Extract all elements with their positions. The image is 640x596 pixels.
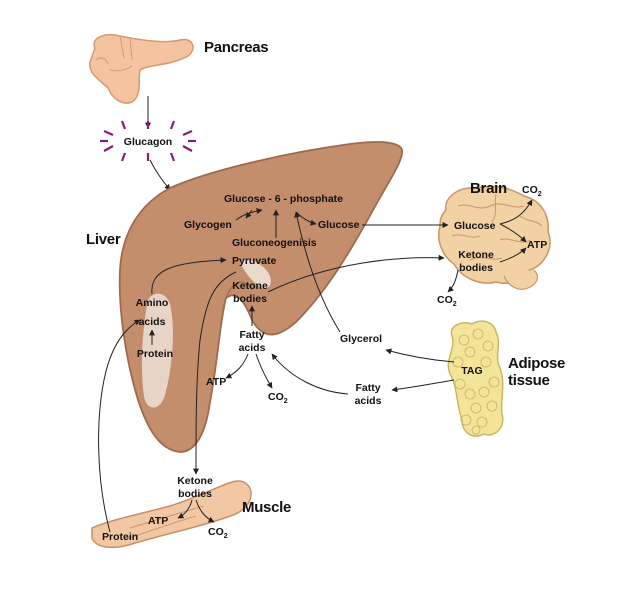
brain-illustration [438, 185, 551, 290]
liver-ketone-line1: Ketone [232, 280, 268, 292]
liver-ketone-line2: bodies [233, 293, 267, 305]
amino-acids-line2: acids [139, 316, 166, 328]
glucagon-burst [100, 120, 196, 162]
muscle-atp-label: ATP [148, 515, 168, 527]
glucagon-to-liver-arrow [149, 159, 171, 191]
g6p-label: Glucose - 6 - phosphate [224, 193, 343, 205]
adipose-illustration [447, 320, 504, 437]
brain-atp-label: ATP [527, 239, 547, 251]
muscle-ketone-line1: Ketone [177, 475, 213, 487]
muscle-illustration [91, 480, 252, 549]
glycogen-label: Glycogen [184, 219, 232, 231]
glucagon-label: Glucagon [124, 136, 172, 148]
brain-ketone-line2: bodies [459, 262, 493, 274]
amino-acids-line1: Amino [136, 297, 169, 309]
adipose-fatty-line1: Fatty [355, 382, 380, 394]
muscle-protein-label: Protein [102, 531, 138, 543]
adipose-arrows [271, 211, 455, 395]
liver-label: Liver [86, 231, 121, 248]
liver-illustration [118, 141, 403, 453]
pyruvate-label: Pyruvate [232, 255, 277, 267]
muscle-ketone-line2: bodies [178, 488, 212, 500]
pancreas-illustration [89, 34, 194, 104]
liver-glucose-label: Glucose [318, 219, 360, 231]
tag-label: TAG [461, 365, 482, 377]
liver-atp-label: ATP [206, 376, 226, 388]
brain-co2-bottom-label: CO2 [437, 294, 457, 308]
pancreas-label: Pancreas [204, 39, 268, 56]
brain-label: Brain [470, 180, 507, 197]
adipose-label-line2: tissue [508, 372, 550, 389]
liver-fatty-line2: acids [239, 342, 266, 354]
liver-fatty-line1: Fatty [239, 329, 264, 341]
muscle-co2-label: CO2 [208, 526, 228, 540]
brain-co2-top-label: CO2 [522, 184, 542, 198]
brain-arrows [447, 199, 533, 293]
liver-protein-label: Protein [137, 348, 173, 360]
brain-glucose-label: Glucose [454, 220, 496, 232]
muscle-label: Muscle [242, 499, 291, 516]
adipose-label-line1: Adipose [508, 355, 565, 372]
muscle-arrows [98, 319, 215, 533]
brain-ketone-line1: Ketone [458, 249, 494, 261]
gluconeogenisis-label: Gluconeogenisis [232, 237, 317, 249]
glycerol-label: Glycerol [340, 333, 382, 345]
liver-co2-label: CO2 [268, 391, 288, 405]
liver-ketone-to-brain-arrow [267, 254, 445, 293]
adipose-fatty-line2: acids [355, 395, 382, 407]
